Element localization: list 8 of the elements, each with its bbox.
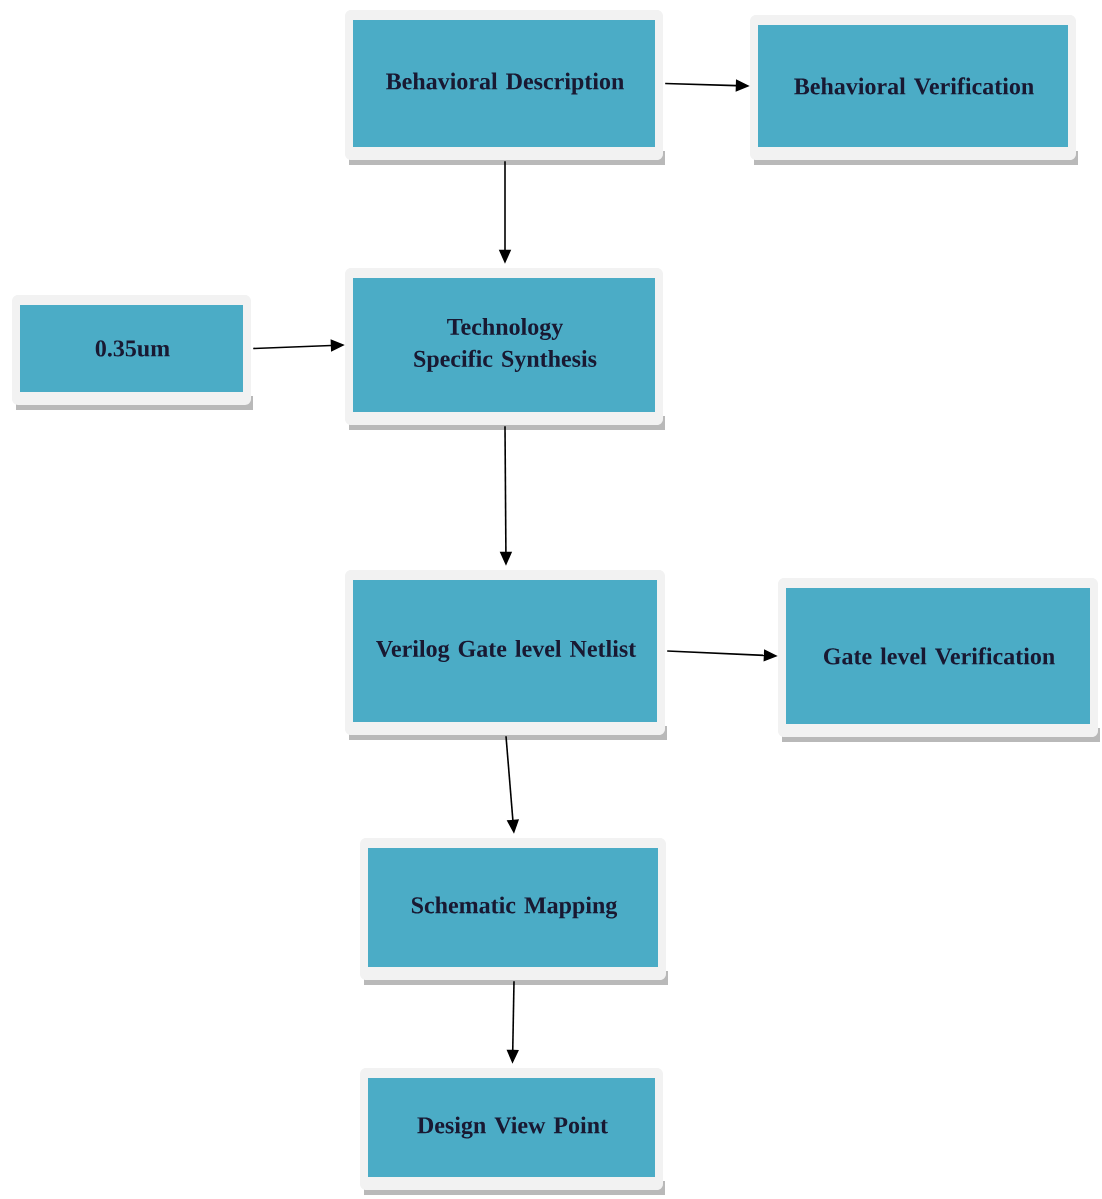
process-box: Behavioral Description: [345, 10, 665, 165]
process-box: Behavioral Verification: [750, 15, 1078, 165]
process-box: Verilog Gate level Netlist: [345, 570, 667, 740]
process-box: Design View Point: [360, 1068, 665, 1195]
process-box: Technology Specific Synthesis: [345, 268, 665, 430]
process-box: Gate level Verification: [778, 578, 1100, 742]
process-box: 0.35um: [12, 295, 253, 410]
process-box: Schematic Mapping: [360, 838, 668, 985]
